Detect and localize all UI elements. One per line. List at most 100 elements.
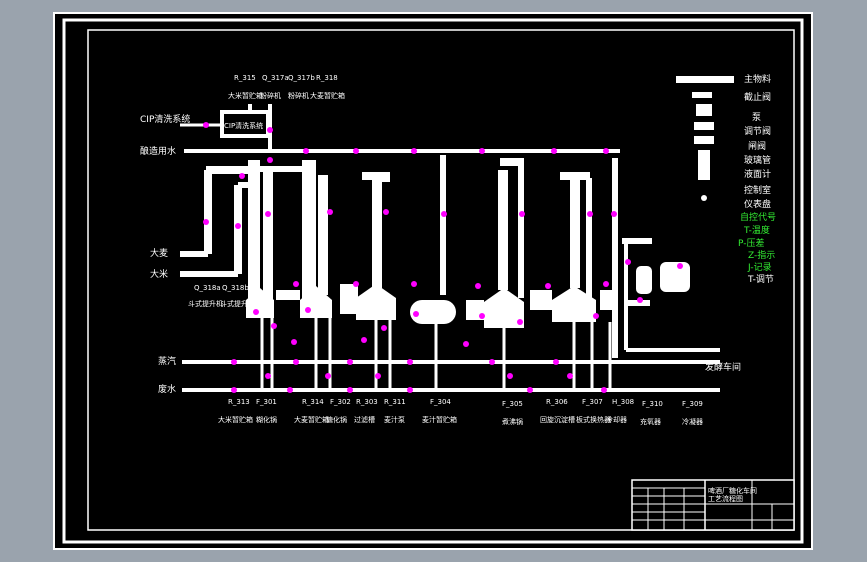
bottom-name: 回旋沉淀槽 (540, 415, 575, 424)
mid-code: Q_318a (194, 284, 221, 292)
bottom-code: R_303 (356, 398, 378, 406)
bottom-code: F_302 (330, 398, 351, 406)
top-code: R_318 (316, 74, 338, 82)
mid-code: Q_318b (222, 284, 249, 292)
valve-marker (203, 122, 209, 128)
valve-marker (231, 387, 237, 393)
legend-item: 截止阀 (744, 91, 771, 103)
valve-marker (611, 211, 617, 217)
top-code: R_315 (234, 74, 256, 82)
valve-marker (593, 313, 599, 319)
bottom-code: F_309 (682, 400, 703, 408)
valve-marker (479, 313, 485, 319)
mid-labels: Q_318a 斗式提升机 Q_318b 斗式提升机 (188, 284, 255, 308)
bottom-code: H_308 (612, 398, 634, 406)
valve-marker (475, 283, 481, 289)
valve-marker (677, 263, 683, 269)
legend-item: P-压差 (738, 237, 764, 249)
valve-marker (287, 387, 293, 393)
legend-item: T-调节 (747, 274, 774, 285)
mid-name: 斗式提升机 (188, 299, 223, 308)
bottom-code: R_306 (546, 398, 568, 406)
top-labels: R_315 大米暂贮箱 Q_317a 粉碎机 Q_317b 粉碎机 R_318 … (228, 74, 345, 100)
valve-marker (293, 281, 299, 287)
valve-marker (267, 157, 273, 163)
top-code: Q_317a (262, 74, 289, 82)
bottom-name: 麦汁暂贮箱 (422, 415, 457, 424)
bottom-name: 麦汁泵 (384, 415, 405, 424)
legend-item: 泵 (752, 112, 761, 123)
label-cip: CIP清洗系统 (140, 113, 190, 125)
valve-marker (479, 148, 485, 154)
legend-item: T-温度 (743, 224, 770, 236)
label-water: 酿造用水 (140, 145, 176, 157)
bottom-code: F_305 (502, 400, 523, 408)
bottom-code: F_304 (430, 398, 451, 406)
bottom-name: 大米暂贮箱 (218, 415, 253, 424)
valve-marker (271, 323, 277, 329)
valve-marker (489, 359, 495, 365)
valve-marker (353, 148, 359, 154)
valve-marker (411, 281, 417, 287)
bottom-name: 过滤槽 (354, 415, 375, 424)
valve-marker (361, 337, 367, 343)
valve-marker (567, 373, 573, 379)
valve-marker (507, 373, 513, 379)
valve-marker (383, 209, 389, 215)
top-name: 大米暂贮箱 (228, 91, 263, 100)
valve-marker (637, 297, 643, 303)
bottom-code: R_314 (302, 398, 324, 406)
valve-marker (325, 373, 331, 379)
title-line1: 啤酒厂糖化车间 (708, 486, 757, 495)
sheet-frame (62, 18, 804, 544)
valve-marker (203, 219, 209, 225)
label-steam: 蒸汽 (158, 355, 176, 367)
valve-marker (411, 148, 417, 154)
legend-item: 玻璃管 (744, 154, 771, 166)
legend-item: 仪表盘 (744, 198, 771, 210)
legend-item: 闸阀 (748, 141, 766, 152)
top-name: 大麦暂贮箱 (310, 91, 345, 100)
valve-marker (231, 359, 237, 365)
title-block: 啤酒厂糖化车间 工艺流程图 (631, 479, 795, 531)
valve-marker (303, 148, 309, 154)
valve-marker (603, 281, 609, 287)
bottom-code: F_301 (256, 398, 277, 406)
valve-marker (353, 281, 359, 287)
bottom-name: 板式换热器 (576, 415, 611, 424)
columns (206, 155, 618, 358)
tanks (246, 238, 690, 328)
valve-marker (517, 319, 523, 325)
valve-marker (519, 211, 525, 217)
legend-item: Z-指示 (748, 249, 775, 261)
label-rice: 大米 (150, 268, 168, 280)
valve-marker (441, 211, 447, 217)
valve-marker (291, 339, 297, 345)
valve-marker (239, 173, 245, 179)
legend-item: 自控代号 (740, 211, 776, 223)
valve-marker (407, 387, 413, 393)
valve-marker (305, 307, 311, 313)
valve-marker (603, 148, 609, 154)
bottom-name: 冷凝器 (682, 417, 703, 426)
legend: 主物料 截止阀 泵 调节阀 闸阀 玻璃管 液面计 控制室 仪表盘 自控代号 T-… (738, 73, 776, 285)
valve-marker (625, 259, 631, 265)
top-code: Q_317b (288, 74, 315, 82)
bottom-name: 冷却器 (606, 415, 627, 424)
valve-markers (203, 122, 683, 393)
top-name: 粉碎机 (260, 91, 281, 100)
label-fermentation: 发酵车间 (705, 361, 741, 373)
legend-item: J-记录 (747, 262, 772, 273)
valve-marker (407, 359, 413, 365)
valve-marker (347, 359, 353, 365)
valve-marker (293, 359, 299, 365)
bottom-code: R_311 (384, 398, 406, 406)
mid-name: 斗式提升机 (220, 299, 255, 308)
valve-marker (553, 359, 559, 365)
bottom-name: 糊化锅 (256, 415, 277, 424)
label-barley: 大麦 (150, 247, 168, 259)
valve-marker (265, 211, 271, 217)
top-name: 粉碎机 (288, 91, 309, 100)
bottom-code: F_307 (582, 398, 603, 406)
